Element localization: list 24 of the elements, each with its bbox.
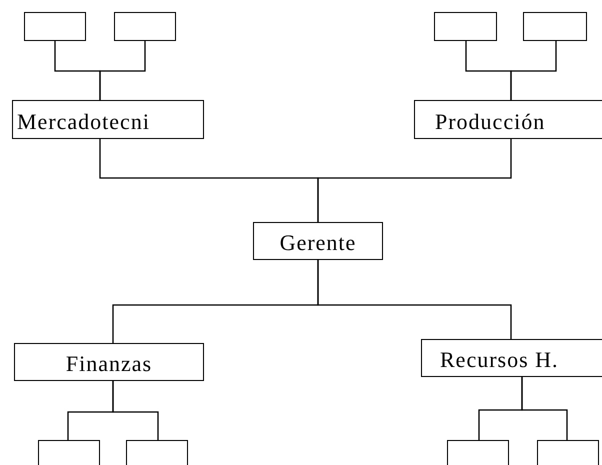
empty-box [434, 12, 497, 41]
empty-box [24, 12, 86, 41]
position-box [414, 100, 602, 139]
position-title: Gerente [280, 232, 356, 257]
connector-line [112, 381, 159, 440]
position-title: Mercadotecni [17, 111, 150, 136]
connector-line [317, 260, 512, 339]
empty-box [447, 440, 509, 465]
connector-line [521, 377, 568, 440]
empty-box [114, 12, 176, 41]
position-box [253, 222, 383, 260]
empty-box [126, 440, 188, 465]
empty-box [537, 440, 599, 465]
empty-box [38, 440, 100, 465]
position-box [421, 339, 602, 377]
position-box [12, 100, 204, 139]
position-box [14, 343, 204, 381]
position-title: Producción [435, 111, 546, 136]
connector-line [510, 41, 557, 100]
position-title: Recursos H. [440, 349, 559, 374]
connector-line [99, 41, 146, 100]
position-title: Finanzas [66, 353, 152, 378]
empty-box [523, 12, 587, 41]
connector-line [317, 139, 512, 222]
